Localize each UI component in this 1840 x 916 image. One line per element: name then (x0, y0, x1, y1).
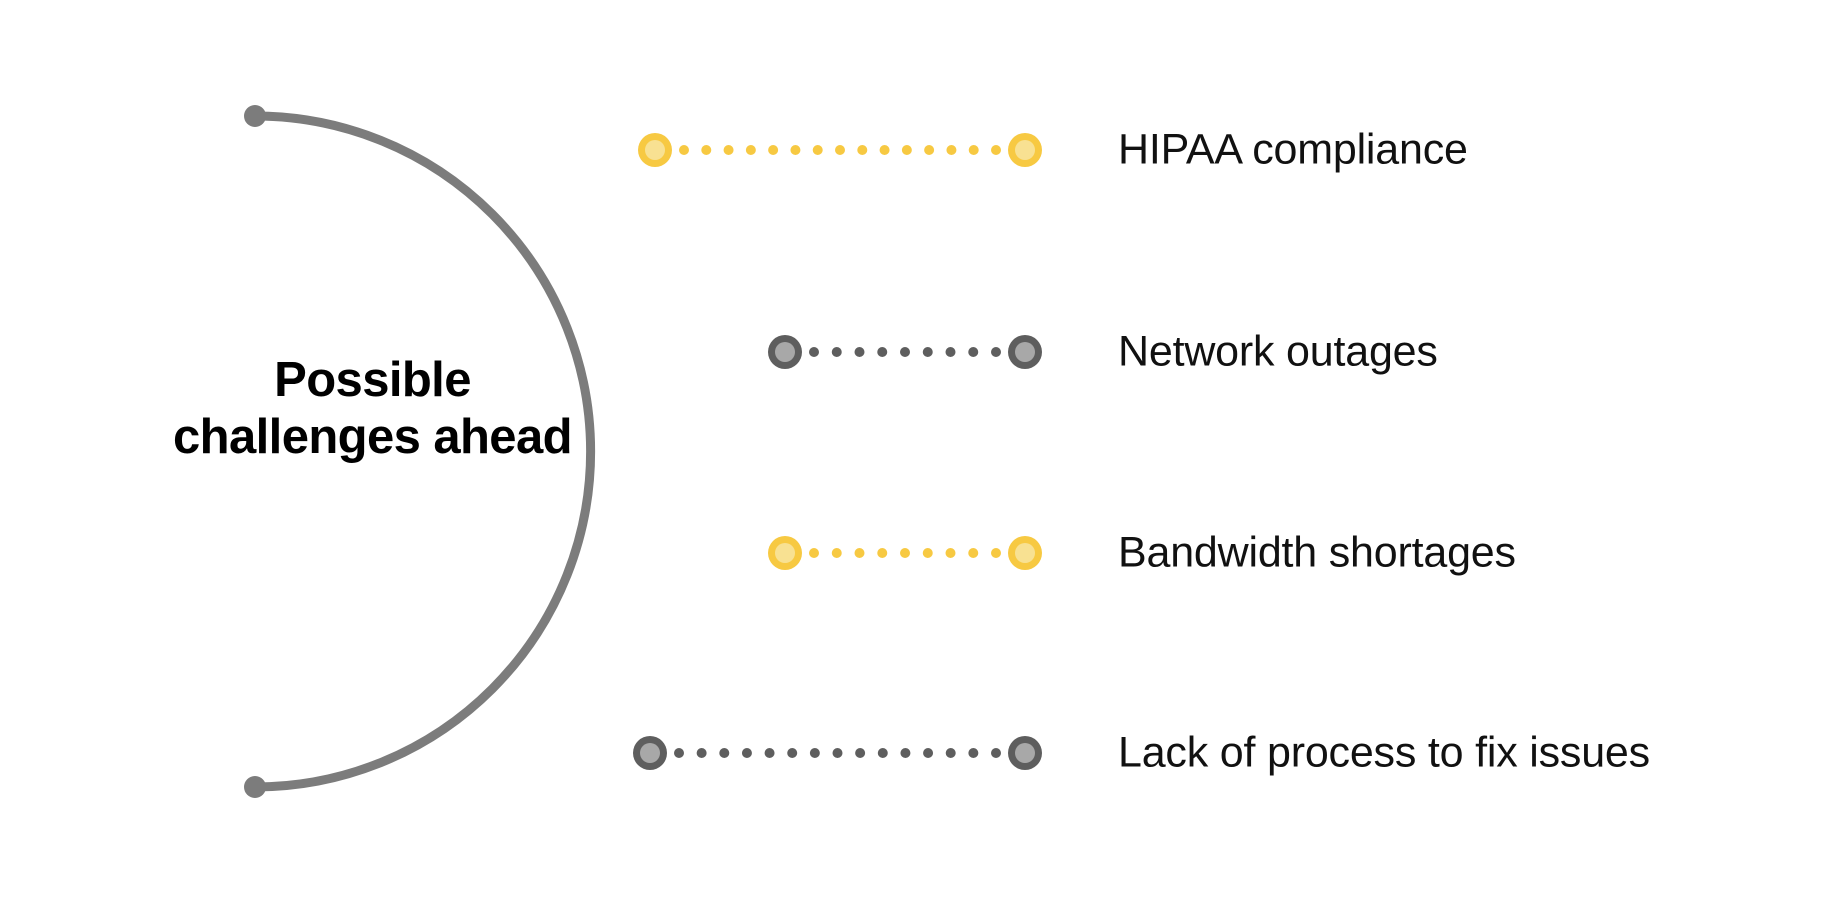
connector-dot (945, 548, 956, 558)
connector-dot (991, 548, 1001, 558)
connector-dotted-line-lack-of-process-to-fix-issues (674, 748, 1001, 758)
marker-core (640, 743, 660, 763)
connector-dot (809, 748, 820, 758)
marker-core (645, 140, 665, 160)
connector-dot (901, 145, 912, 155)
node-marker-on-arc-network-outages[interactable] (768, 335, 802, 369)
item-label-lack-of-process: Lack of process to fix issues (1118, 728, 1650, 777)
marker-core (1015, 342, 1035, 362)
node-marker-at-label-bandwidth-shortages[interactable] (1008, 536, 1042, 570)
connector-dot (854, 548, 865, 558)
connector-dot (679, 145, 689, 155)
connector-lines (674, 145, 1001, 758)
connector-dot (922, 548, 933, 558)
connector-dot (991, 748, 1001, 758)
connector-dot (968, 548, 979, 558)
connector-dotted-line-hipaa-compliance (679, 145, 1001, 155)
connector-dot (945, 748, 956, 758)
item-label-bandwidth-shortages: Bandwidth shortages (1118, 528, 1516, 577)
marker-core (1015, 140, 1035, 160)
connector-dot (723, 145, 734, 155)
connector-dotted-line-network-outages (809, 347, 1001, 357)
connector-dot (946, 145, 957, 155)
arc-end-cap-dot (244, 776, 266, 798)
connector-dot (741, 748, 752, 758)
node-marker-on-arc-lack-of-process-to-fix-issues[interactable] (633, 736, 667, 770)
main-arc (244, 105, 595, 798)
connector-dot (968, 748, 979, 758)
marker-core (1015, 543, 1035, 563)
connector-dot (696, 748, 707, 758)
connector-dotted-line-bandwidth-shortages (809, 548, 1001, 558)
connector-dot (745, 145, 756, 155)
connector-dot (991, 145, 1001, 155)
connector-dot (855, 748, 866, 758)
marker-core (775, 342, 795, 362)
connector-dot (900, 347, 910, 357)
item-label-network-outages: Network outages (1118, 327, 1438, 376)
connector-dot (854, 347, 865, 357)
connector-dot (877, 347, 888, 357)
connector-dot (831, 548, 842, 558)
connector-dot (809, 548, 819, 558)
connector-dot (900, 748, 911, 758)
node-marker-at-label-lack-of-process-to-fix-issues[interactable] (1008, 736, 1042, 770)
marker-core (1015, 743, 1035, 763)
connector-dot (701, 145, 712, 155)
connector-dot (968, 347, 979, 357)
connector-dot (674, 748, 684, 758)
connector-dot (945, 347, 956, 357)
node-marker-on-arc-bandwidth-shortages[interactable] (768, 536, 802, 570)
connector-dot (809, 347, 819, 357)
connector-dot (768, 145, 779, 155)
node-marker-on-arc-hipaa-compliance[interactable] (638, 133, 672, 167)
connector-dot (719, 748, 730, 758)
arc-start-cap-dot (244, 105, 266, 127)
connector-dot (831, 347, 842, 357)
connector-dot (835, 145, 845, 155)
connector-dot (991, 347, 1001, 357)
marker-core (775, 543, 795, 563)
arc-path (250, 111, 595, 792)
connector-dot (787, 748, 798, 758)
page-title: Possible challenges ahead (173, 353, 573, 464)
connector-dot (922, 347, 933, 357)
node-marker-at-label-network-outages[interactable] (1008, 335, 1042, 369)
connector-dot (877, 748, 888, 758)
connector-dot (812, 145, 823, 155)
connector-dot (879, 145, 890, 155)
connector-dot (764, 748, 775, 758)
connector-dot (857, 145, 868, 155)
connector-dot (900, 548, 910, 558)
connector-dot (832, 748, 843, 758)
node-marker-at-label-hipaa-compliance[interactable] (1008, 133, 1042, 167)
node-markers (633, 133, 1042, 770)
connector-dot (923, 748, 934, 758)
connector-dot (877, 548, 888, 558)
connector-dot (790, 145, 801, 155)
connector-dot (968, 145, 979, 155)
connector-dot (924, 145, 935, 155)
item-label-hipaa-compliance: HIPAA compliance (1118, 125, 1468, 174)
